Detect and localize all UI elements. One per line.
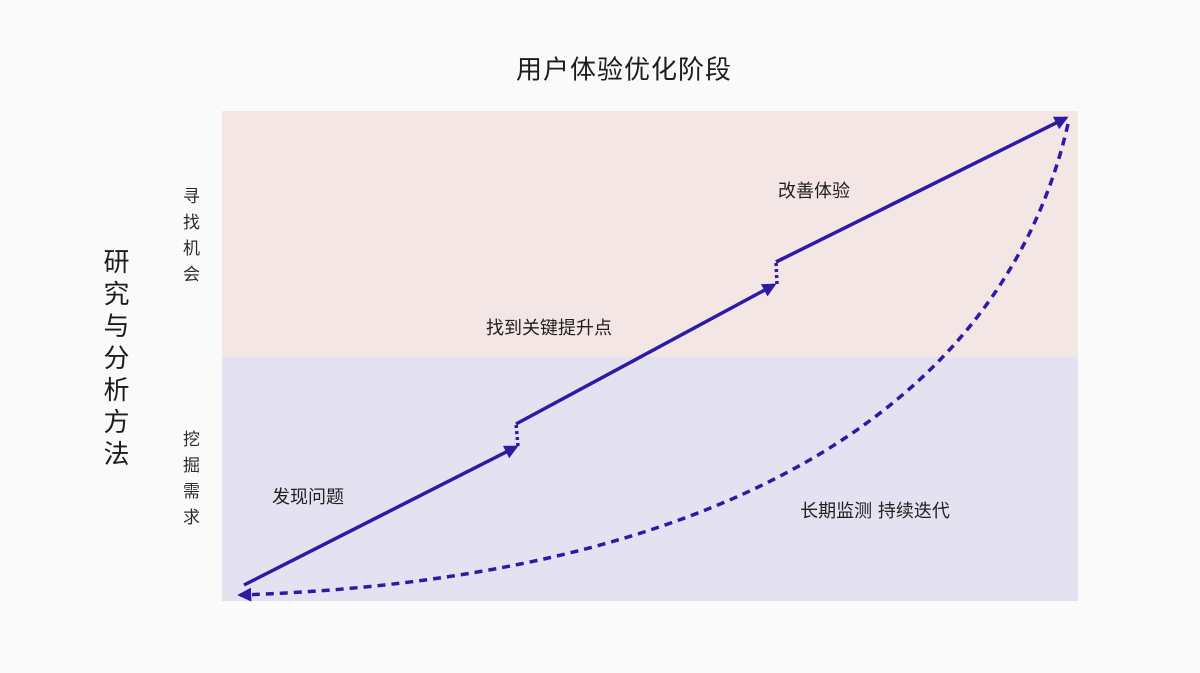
- band-label-bottom: 挖掘需求: [179, 430, 199, 534]
- arrow-improve-experience: [775, 116, 1069, 264]
- step-label-find-key-points: 找到关键提升点: [486, 318, 612, 339]
- loop-label: 长期监测 持续迭代: [800, 501, 950, 522]
- band-label-top: 寻找机会: [179, 187, 199, 291]
- requirement-band: [222, 357, 1078, 601]
- connector-dotted-2: [774, 261, 779, 285]
- left-axis-label: 研究与分析方法: [99, 248, 129, 472]
- arrow-discover-problem: [243, 445, 519, 587]
- diagram-title: 用户体验优化阶段: [515, 55, 733, 86]
- step-label-improve-experience: 改善体验: [778, 181, 850, 202]
- opportunity-band: [222, 111, 1078, 357]
- loop-curve-dashed-arrow: [237, 123, 1070, 602]
- connector-dotted-1: [514, 423, 520, 447]
- arrow-find-key-points: [515, 283, 777, 426]
- step-label-discover-problem: 发现问题: [272, 487, 344, 508]
